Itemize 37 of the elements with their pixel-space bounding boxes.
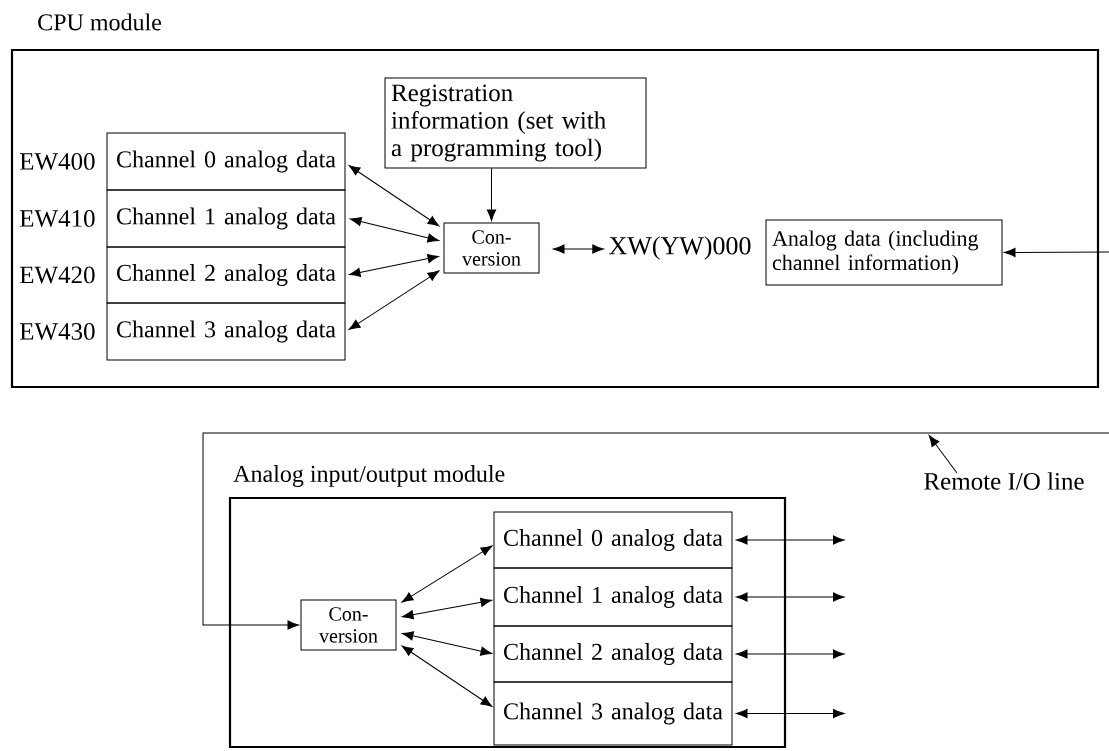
data-box: Channel 2 analog data	[106, 246, 346, 304]
line-label: Remote I/O line	[924, 472, 1084, 490]
data-box: Channel 0 analog data	[106, 132, 346, 191]
data-box: Channel 3 analog data	[493, 681, 733, 746]
data-box: Analog data (including channel information)	[765, 219, 1003, 286]
process-box: Con- version	[443, 222, 540, 274]
register-label: XW(YW)000	[609, 236, 751, 260]
arrow	[349, 216, 440, 243]
data-box: Channel 0 analog data	[493, 511, 733, 569]
data-box: Channel 2 analog data	[493, 625, 733, 683]
data-box: Channel 3 analog data	[106, 302, 346, 361]
address-label: EW420	[19, 266, 95, 284]
arrow	[401, 631, 493, 656]
arrow	[736, 535, 845, 545]
arrow	[401, 645, 493, 707]
arrow	[486, 168, 497, 221]
data-box: Channel 1 analog data	[106, 189, 346, 248]
arrow	[401, 545, 493, 603]
module-title: Analog input/output module	[233, 465, 505, 487]
signal-line	[202, 432, 1109, 630]
arrow	[736, 649, 845, 659]
data-box: Channel 1 analog data	[493, 567, 733, 627]
module-title: CPU module	[38, 13, 162, 31]
process-box: Registration information (set with a programming tool)	[384, 77, 647, 169]
arrow	[348, 270, 440, 330]
address-label: EW400	[19, 153, 95, 170]
signal-line	[1004, 247, 1109, 258]
address-label: EW410	[19, 210, 95, 227]
arrow	[402, 597, 493, 620]
arrow	[736, 592, 845, 602]
arrow	[736, 708, 845, 719]
arrow	[553, 244, 604, 254]
arrow	[349, 253, 440, 278]
address-label: EW430	[19, 323, 95, 340]
process-box: Con- version	[300, 599, 397, 651]
leader-line	[928, 435, 958, 474]
arrow	[348, 165, 440, 227]
